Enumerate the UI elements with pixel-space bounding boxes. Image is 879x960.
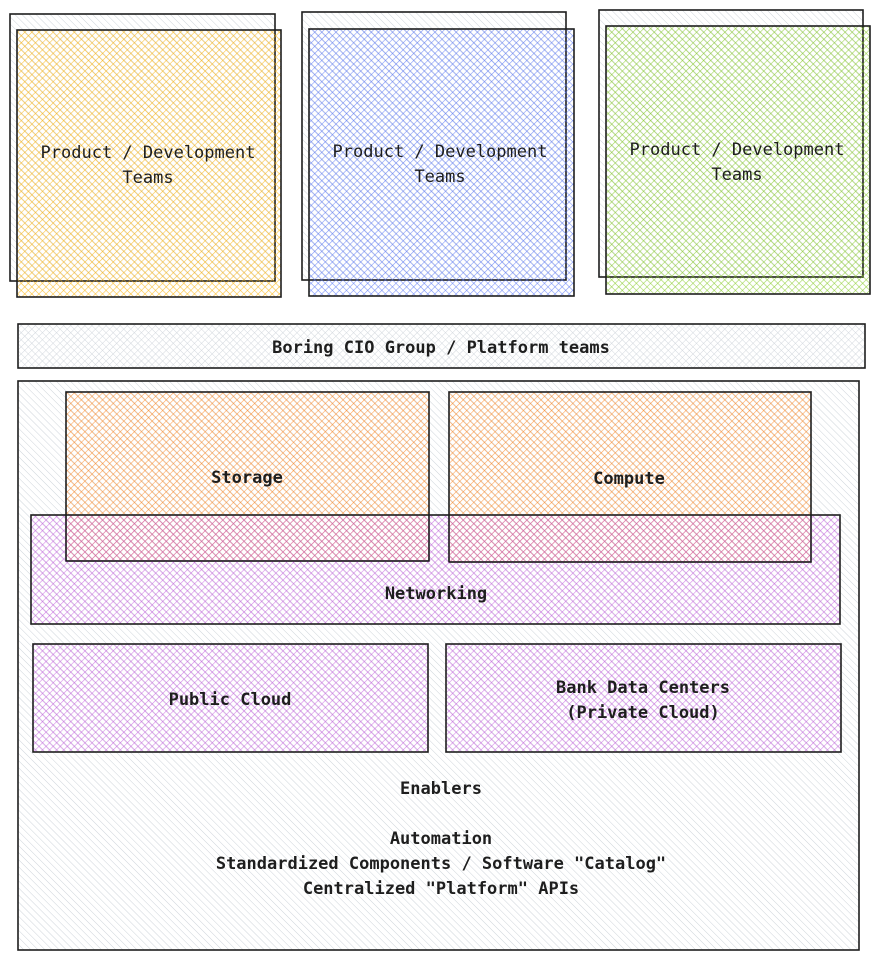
team-label-line1-3: Product / Development — [630, 140, 845, 160]
platform-teams-bar[interactable]: Boring CIO Group / Platform teams — [17, 323, 866, 369]
team-card-front-outline-1 — [16, 29, 282, 298]
enablers-title: Enablers — [400, 779, 482, 799]
product-team-card-1[interactable]: Product / Development Teams — [9, 13, 282, 298]
public-cloud-box[interactable]: Public Cloud — [32, 643, 429, 753]
compute-label: Compute — [593, 469, 665, 489]
enabler-item-automation: Automation — [390, 829, 492, 849]
networking-box[interactable]: Networking — [30, 514, 841, 625]
networking-fill — [31, 515, 840, 624]
public-cloud-fill — [33, 644, 428, 752]
bank-data-centers-box[interactable]: Bank Data Centers (Private Cloud) — [445, 643, 842, 753]
networking-label: Networking — [385, 584, 487, 604]
team-card-front-outline-3 — [605, 25, 871, 295]
storage-label: Storage — [211, 468, 283, 488]
platform-bar-fill — [18, 324, 865, 368]
enabler-item-apis: Centralized "Platform" APIs — [303, 879, 579, 899]
platform-bar-label: Boring CIO Group / Platform teams — [272, 338, 610, 358]
enablers-section: Enablers Automation Standardized Compone… — [216, 779, 666, 899]
platform-bar-outline — [17, 323, 866, 369]
team-label-line2-1: Teams — [122, 168, 173, 188]
bank-dc-outline — [445, 643, 842, 753]
bank-dc-label-line1: Bank Data Centers — [556, 678, 730, 698]
product-team-card-2[interactable]: Product / Development Teams — [301, 11, 575, 297]
team-card-front-outline-2 — [308, 28, 575, 297]
team-label-line2-3: Teams — [711, 165, 762, 185]
enabler-item-catalog: Standardized Components / Software "Cata… — [216, 854, 666, 874]
team-label-line1-2: Product / Development — [333, 142, 548, 162]
team-label-line1-1: Product / Development — [41, 143, 256, 163]
team-label-line2-2: Teams — [414, 167, 465, 187]
public-cloud-outline — [32, 643, 429, 753]
bank-dc-label-line2: (Private Cloud) — [566, 703, 720, 723]
team-card-front-3 — [606, 26, 870, 294]
networking-outline — [30, 514, 841, 625]
public-cloud-label: Public Cloud — [169, 690, 292, 710]
product-team-card-3[interactable]: Product / Development Teams — [598, 9, 871, 295]
team-card-front-1 — [17, 30, 281, 297]
team-card-front-2 — [309, 29, 574, 296]
bank-dc-fill — [446, 644, 841, 752]
platform-container-outline — [17, 380, 860, 951]
